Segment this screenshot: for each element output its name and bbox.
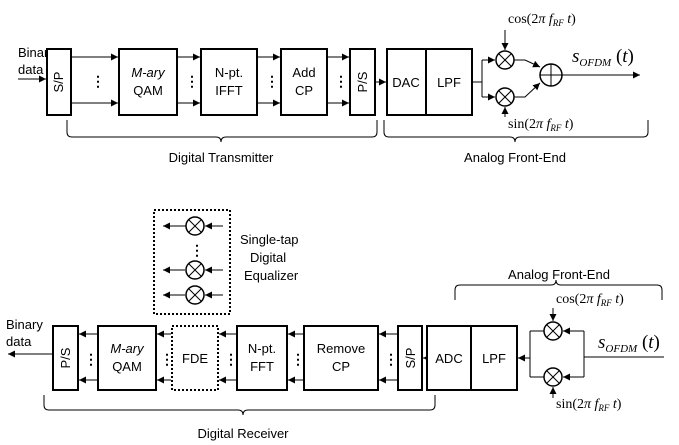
- rx-analog-brace-label: Analog Front-End: [508, 267, 610, 282]
- rx-fft-label-line2: FFT: [250, 359, 274, 374]
- tx-mixer-bottom: [495, 87, 515, 107]
- tx-ifft-block: [200, 48, 258, 116]
- rx-eq-multiplier-2: [185, 260, 205, 280]
- tx-addcp-block: [280, 48, 328, 116]
- rx-digital-brace-label: Digital Receiver: [197, 426, 289, 441]
- tx-lpf-block: [425, 48, 473, 116]
- rx-adc-block: [426, 325, 472, 391]
- rx-ps-label: P/S: [58, 347, 73, 368]
- tx-arrow-mixer-top-to-sum: [514, 59, 541, 68]
- rx-eq-label-line3: Equalizer: [244, 268, 299, 283]
- tx-dac-block: [386, 48, 427, 116]
- tx-mixer-top: [495, 50, 515, 70]
- tx-analog-brace-label: Analog Front-End: [464, 150, 566, 165]
- tx-digital-brace: [66, 120, 378, 143]
- receiver-section: ⋮ Single-tap Digital Equalizer Binary da…: [6, 209, 664, 441]
- tx-dac-label: DAC: [392, 75, 419, 90]
- tx-sp-label: S/P: [51, 72, 66, 93]
- rx-fft-label-line1: N-pt.: [248, 341, 276, 356]
- tx-ifft-label-line1: N-pt.: [215, 65, 243, 80]
- tx-addcp-label-line1: Add: [292, 65, 315, 80]
- rx-qam-block: [97, 325, 157, 391]
- tx-lpf-label: LPF: [437, 75, 461, 90]
- rx-mixer-bottom: [543, 367, 563, 387]
- tx-analog-brace: [383, 120, 649, 143]
- rx-qam-label-line1: M-ary: [110, 341, 145, 356]
- tx-dots-1: ⋮: [91, 73, 105, 89]
- tx-addcp-label-line2: CP: [295, 83, 313, 98]
- rx-adc-label: ADC: [435, 351, 462, 366]
- tx-sp-block: [46, 48, 72, 116]
- tx-dots-2: ⋮: [185, 73, 199, 89]
- rx-dots-3: ⋮: [224, 351, 238, 367]
- tx-arrow-mixer-bottom-to-sum: [514, 82, 541, 98]
- rx-sp-block: [397, 325, 423, 391]
- rx-lpf-block: [470, 325, 518, 391]
- rx-sp-label: S/P: [403, 348, 418, 369]
- tx-input-label-line2: data: [18, 62, 44, 77]
- rx-dots-4: ⋮: [291, 351, 305, 367]
- rx-eq-label-line2: Digital: [250, 250, 286, 265]
- transmitter-section: Binary data S/P ⋮ M-ary QAM ⋮ N-pt. IFFT…: [18, 12, 649, 165]
- tx-summer: [539, 63, 563, 87]
- rx-mixer-top: [543, 321, 563, 341]
- rx-eq-multiplier-3: [185, 285, 205, 305]
- tx-dots-4: ⋮: [334, 73, 348, 89]
- rx-eq-dots: ⋮: [190, 242, 204, 258]
- tx-ps-label: P/S: [355, 71, 370, 92]
- tx-qam-label-line1: M-ary: [131, 65, 166, 80]
- rx-removecp-label-line2: CP: [332, 359, 350, 374]
- rx-dots-5: ⋮: [384, 351, 398, 367]
- tx-cos-label: cos(2π fRF t): [508, 12, 576, 28]
- rx-input-label: sOFDM (t): [598, 332, 660, 355]
- tx-output-label: sOFDM (t): [572, 46, 634, 69]
- tx-ps-block: [349, 48, 376, 116]
- rx-fde-label: FDE: [182, 351, 208, 366]
- rx-qam-label-line2: QAM: [112, 359, 142, 374]
- rx-removecp-label-line1: Remove: [317, 341, 365, 356]
- rx-fde-block: [171, 325, 219, 391]
- rx-removecp-block: [303, 325, 379, 391]
- rx-output-label-line2: data: [6, 334, 32, 349]
- rx-analog-brace: [454, 279, 663, 300]
- rx-lpf-label: LPF: [482, 351, 506, 366]
- rx-eq-multiplier-1: [185, 216, 205, 236]
- rx-cos-label: cos(2π fRF t): [556, 292, 624, 308]
- tx-digital-brace-label: Digital Transmitter: [169, 150, 274, 165]
- rx-output-label-line1: Binary: [6, 317, 43, 332]
- tx-sin-label: sin(2π fRF t): [508, 117, 574, 133]
- tx-qam-label-line2: QAM: [133, 83, 163, 98]
- rx-ps-block: [52, 325, 79, 391]
- rx-digital-brace: [43, 395, 436, 416]
- rx-dots-1: ⋮: [84, 351, 98, 367]
- tx-ifft-label-line2: IFFT: [215, 83, 242, 98]
- rx-eq-label-line1: Single-tap: [240, 232, 299, 247]
- rx-fft-block: [236, 325, 288, 391]
- tx-qam-block: [118, 48, 178, 116]
- rx-dots-2: ⋮: [160, 351, 174, 367]
- tx-dots-3: ⋮: [265, 73, 279, 89]
- rx-sin-label: sin(2π fRF t): [556, 397, 622, 413]
